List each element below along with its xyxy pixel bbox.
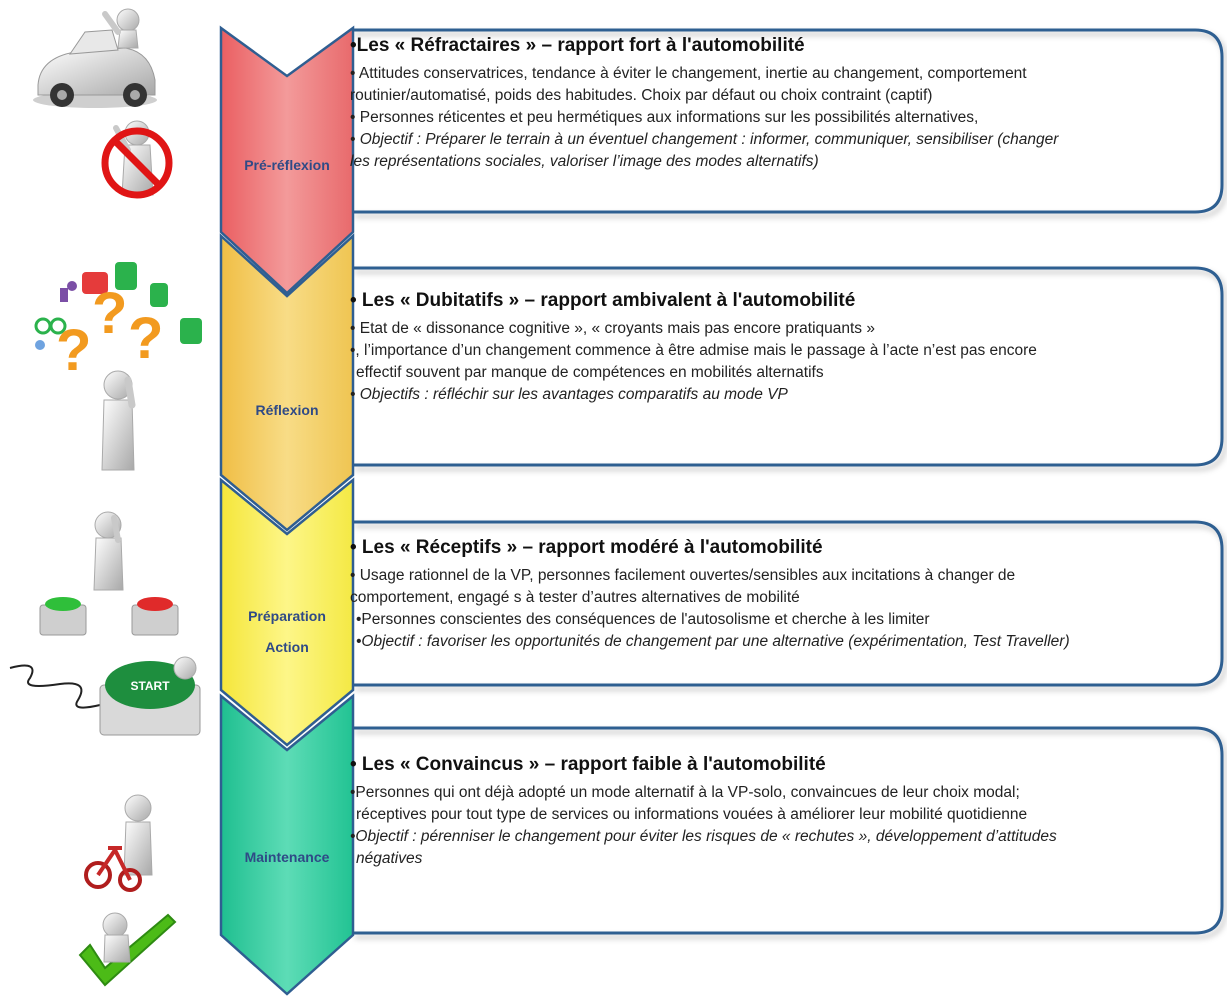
stage-line: • Personnes réticentes et peu hermétique… bbox=[350, 109, 979, 126]
stage-line: • Objectif : Préparer le terrain à un év… bbox=[350, 131, 1059, 148]
svg-text:?: ? bbox=[92, 281, 127, 346]
decision-figure-illustration bbox=[39, 511, 179, 636]
stage-line: •Objectif : favoriser les opportunités d… bbox=[356, 633, 1070, 650]
stage-text-2: • Les « Dubitatifs » – rapport ambivalen… bbox=[350, 288, 1218, 406]
car-driver-illustration bbox=[33, 8, 157, 108]
stage-chevron-2 bbox=[219, 233, 355, 532]
stage-box-4 bbox=[352, 726, 1224, 935]
stage-line: •Personnes conscientes des conséquences … bbox=[356, 611, 930, 628]
stage-box-2 bbox=[352, 266, 1224, 467]
stage-line: •Personnes qui ont déjà adopté un mode a… bbox=[350, 784, 1020, 801]
stage-line: • Etat de « dissonance cognitive », « cr… bbox=[350, 320, 875, 337]
stage-text-3: • Les « Réceptifs » – rapport modéré à l… bbox=[350, 535, 1218, 653]
bicycle-figure-illustration bbox=[84, 794, 153, 892]
stage-title-2: • Les « Dubitatifs » – rapport ambivalen… bbox=[350, 290, 856, 311]
stage-label-3b: Action bbox=[265, 639, 309, 655]
stage-line: réceptives pour tout type de services ou… bbox=[356, 806, 1028, 823]
stage-chevron-4 bbox=[219, 693, 355, 996]
stage-line: les représentations sociales, valoriser … bbox=[350, 153, 819, 170]
stage-line: négatives bbox=[356, 850, 423, 867]
stage-line: •, l’importance d’un changement commence… bbox=[350, 342, 1037, 359]
stage-line: • Usage rationnel de la VP, personnes fa… bbox=[350, 567, 1016, 584]
svg-text:?: ? bbox=[128, 306, 163, 371]
stage-title-1: •Les « Réfractaires » – rapport fort à l… bbox=[350, 35, 805, 56]
stage-line: routinier/automatisé, poids des habitude… bbox=[350, 87, 933, 104]
stage-line: comportement, engagé s à tester d’autres… bbox=[350, 589, 800, 606]
checkmark-figure-illustration bbox=[78, 912, 177, 987]
stage-label-3a: Préparation bbox=[248, 608, 326, 624]
svg-text:?: ? bbox=[56, 318, 91, 383]
stage-text-4: • Les « Convaincus » – rapport faible à … bbox=[350, 752, 1218, 870]
stage-chevron-1 bbox=[219, 25, 355, 295]
stage-chevron-3 bbox=[219, 477, 355, 747]
svg-text:START: START bbox=[130, 679, 170, 693]
doubt-figure-illustration: ? ? ? bbox=[34, 262, 202, 471]
refusal-figure-illustration bbox=[101, 120, 173, 199]
stage-box-3 bbox=[352, 520, 1224, 687]
stage-label-2: Réflexion bbox=[255, 402, 318, 418]
stage-line: effectif souvent par manque de compétenc… bbox=[356, 364, 824, 381]
stage-text-1: •Les « Réfractaires » – rapport fort à l… bbox=[350, 33, 1218, 173]
stage-line: •Objectif : pérenniser le changement pou… bbox=[350, 828, 1057, 845]
start-button-illustration: START bbox=[9, 656, 201, 736]
stage-label-4: Maintenance bbox=[245, 849, 330, 865]
stage-title-4: • Les « Convaincus » – rapport faible à … bbox=[350, 754, 826, 775]
stage-line: • Objectifs : réfléchir sur les avantage… bbox=[350, 386, 788, 403]
stage-label-1: Pré-réflexion bbox=[244, 157, 330, 173]
stage-box-1 bbox=[352, 28, 1224, 214]
stage-line: • Attitudes conservatrices, tendance à é… bbox=[350, 65, 1027, 82]
stage-title-3: • Les « Réceptifs » – rapport modéré à l… bbox=[350, 537, 823, 558]
